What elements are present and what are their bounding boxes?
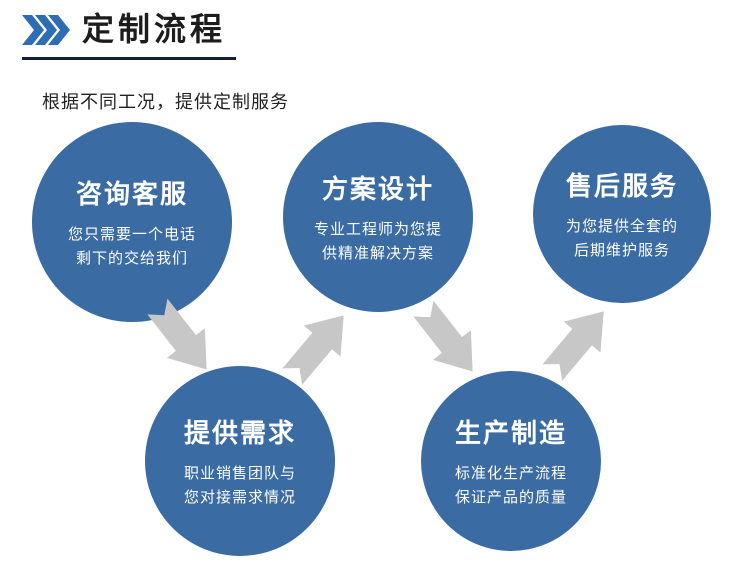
step-description: 专业工程师为您提 供精准解决方案	[313, 220, 442, 262]
arrow-down-right-icon	[147, 298, 207, 370]
step-circle-requirements: 提供需求 职业销售团队与 您对接需求情况	[145, 366, 335, 556]
arrow-up-right-icon	[282, 315, 344, 385]
page-title: 定制流程	[82, 10, 227, 48]
section-subtitle: 根据不同工况，提供定制服务	[42, 92, 289, 113]
step-title: 售后服务	[565, 172, 678, 203]
step-description: 职业销售团队与 您对接需求情况	[183, 464, 296, 506]
triple-chevron-right-icon	[22, 14, 70, 45]
step-title: 提供需求	[183, 419, 296, 450]
step-title: 咨询客服	[75, 180, 188, 211]
step-description: 您只需要一个电话 剩下的交给我们	[67, 225, 196, 267]
step-title: 方案设计	[321, 175, 434, 206]
section-header: 定制流程	[22, 10, 237, 61]
arrow-up-right-icon	[542, 311, 604, 381]
step-title: 生产制造	[454, 419, 567, 450]
step-circle-consult: 咨询客服 您只需要一个电话 剩下的交给我们	[32, 122, 232, 322]
arrow-down-right-icon	[413, 300, 473, 372]
step-circle-aftersales: 售后服务 为您提供全套的 后期维护服务	[533, 125, 711, 303]
step-description: 标准化生产流程 保证产品的质量	[454, 464, 567, 506]
step-circle-production: 生产制造 标准化生产流程 保证产品的质量	[421, 371, 601, 551]
step-description: 为您提供全套的 后期维护服务	[565, 217, 678, 259]
step-circle-design: 方案设计 专业工程师为您提 供精准解决方案	[283, 122, 473, 312]
